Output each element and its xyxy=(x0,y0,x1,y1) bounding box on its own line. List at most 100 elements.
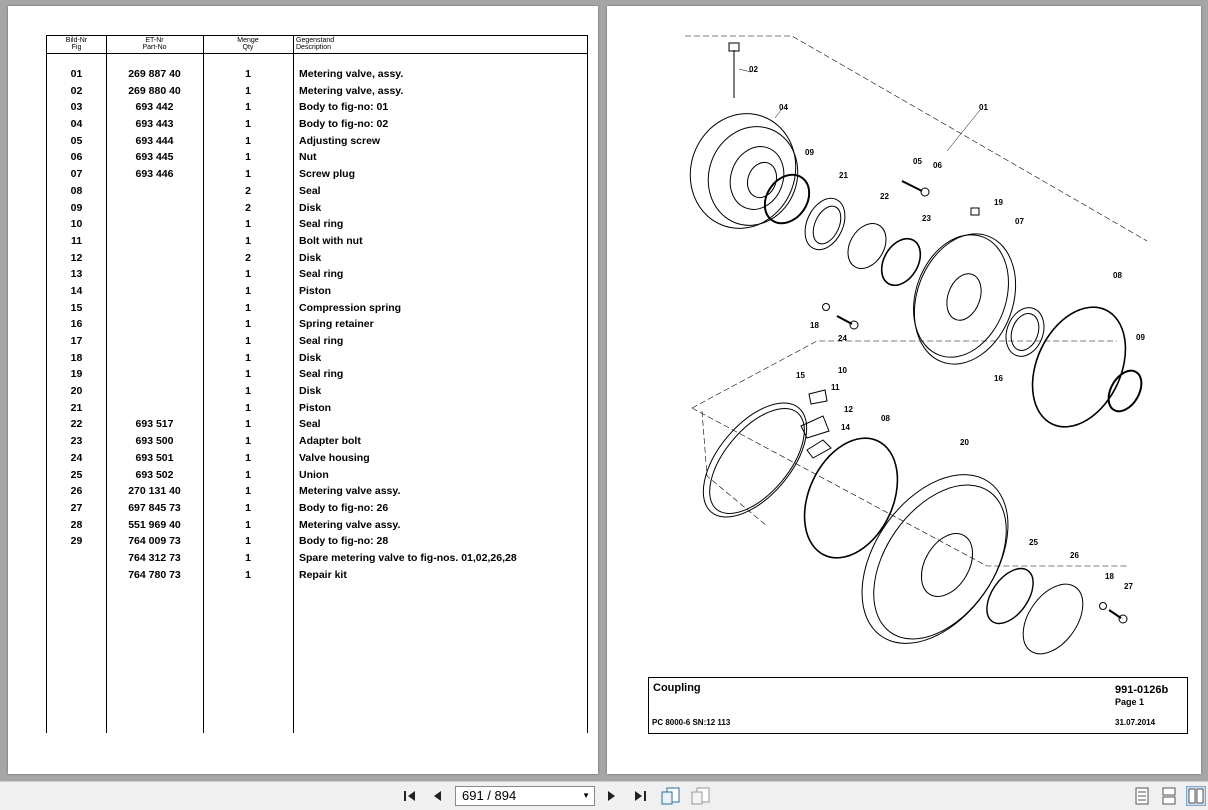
callout: 09 xyxy=(1136,333,1145,342)
cell-part-no: 693 445 xyxy=(135,151,174,164)
cell-description: Union xyxy=(299,468,329,481)
cell-qty: 1 xyxy=(245,84,251,97)
continuous-page-icon xyxy=(1162,787,1176,805)
cell-description: Metering valve, assy. xyxy=(299,68,404,80)
header-desc-en: Description xyxy=(296,44,332,51)
next-page-button[interactable] xyxy=(603,786,621,806)
callout: 15 xyxy=(796,371,805,380)
callout: 27 xyxy=(1124,582,1133,591)
cell-fig: 02 xyxy=(70,84,83,97)
cell-description: Seal xyxy=(299,184,321,197)
header-qty: Menge Qty xyxy=(203,37,293,51)
cell-qty: 2 xyxy=(245,201,251,214)
cell-qty: 1 xyxy=(245,435,251,448)
cell-fig: 03 xyxy=(70,101,83,114)
cell-part-no: 693 442 xyxy=(135,101,174,114)
cell-qty: 1 xyxy=(245,518,251,531)
first-page-button[interactable] xyxy=(400,786,420,806)
previous-page-icon xyxy=(434,791,441,801)
callout: 18 xyxy=(810,321,819,330)
cell-description: Body to fig-no: 28 xyxy=(299,535,389,548)
drawing-number: 991-0126b xyxy=(1115,684,1169,696)
single-page-view-button[interactable] xyxy=(1132,786,1152,806)
last-page-button[interactable] xyxy=(630,786,650,806)
cell-fig: 15 xyxy=(70,301,83,314)
cell-qty: 1 xyxy=(245,401,251,414)
cell-part-no: 693 446 xyxy=(135,168,174,181)
cell-part-no: 764 009 73 xyxy=(128,535,181,548)
cell-description: Compression spring xyxy=(299,301,402,314)
cell-qty: 1 xyxy=(245,368,251,381)
cell-qty: 1 xyxy=(245,318,251,331)
cell-fig: 07 xyxy=(70,168,83,181)
header-fig: Bild-Nr Fig xyxy=(47,37,106,51)
cell-qty: 1 xyxy=(245,118,251,131)
continuous-view-button[interactable] xyxy=(1159,786,1179,806)
cell-part-no: 764 312 73 xyxy=(128,551,181,564)
callout: 09 xyxy=(805,148,814,157)
viewer-toolbar: 691 / 894 ▼ xyxy=(0,781,1208,810)
cell-qty: 1 xyxy=(245,568,251,581)
cell-qty: 1 xyxy=(245,234,251,247)
callout: 01 xyxy=(979,103,988,112)
cell-description: Body to fig-no: 26 xyxy=(299,501,389,514)
cell-description: Bolt with nut xyxy=(299,234,363,247)
table-row: 15 1 Compression spring xyxy=(47,301,587,318)
cell-part-no: 269 880 40 xyxy=(128,84,181,97)
cell-qty: 2 xyxy=(245,251,251,264)
cell-part-no: 693 517 xyxy=(135,418,174,431)
header-qty-en: Qty xyxy=(242,44,254,51)
callout: 18 xyxy=(1105,572,1114,581)
cell-description: Seal ring xyxy=(299,368,344,381)
header-desc-de: Gegenstand xyxy=(296,37,335,44)
callout: 19 xyxy=(994,198,1003,207)
fit-width-button[interactable] xyxy=(690,786,712,806)
cell-qty: 1 xyxy=(245,551,251,564)
cell-part-no: 551 969 40 xyxy=(128,518,181,531)
cell-description: Adjusting screw xyxy=(299,134,381,147)
cell-part-no: 693 444 xyxy=(135,134,174,147)
cell-part-no: 693 500 xyxy=(135,435,174,448)
drawing-title: Coupling xyxy=(653,682,701,694)
next-page-icon xyxy=(608,791,615,801)
previous-page-button[interactable] xyxy=(428,786,446,806)
cell-fig: 09 xyxy=(70,201,83,214)
cell-fig: 10 xyxy=(70,218,83,231)
page-number-select[interactable]: 691 / 894 ▼ xyxy=(455,786,595,806)
header-fig-en: Fig xyxy=(71,44,82,51)
cell-part-no: 693 443 xyxy=(135,118,174,131)
cell-qty: 1 xyxy=(245,101,251,114)
cell-qty: 2 xyxy=(245,184,251,197)
cell-description: Body to fig-no: 01 xyxy=(299,101,389,114)
fit-width-icon xyxy=(691,787,710,805)
cell-fig: 20 xyxy=(70,385,83,398)
column-divider xyxy=(106,35,107,733)
two-page-view-button[interactable] xyxy=(1186,786,1206,806)
header-desc: Gegenstand Description xyxy=(296,37,334,51)
cell-qty: 1 xyxy=(245,468,251,481)
cell-qty: 1 xyxy=(245,385,251,398)
cell-fig: 06 xyxy=(70,151,83,164)
fit-page-button[interactable] xyxy=(660,786,682,806)
header-part: ET-Nr Part-No xyxy=(106,37,203,51)
title-block: Coupling 991-0126b Page 1 PC 8000-6 SN:1… xyxy=(648,677,1188,734)
callout: 11 xyxy=(831,383,840,392)
cell-qty: 1 xyxy=(245,351,251,364)
cell-fig: 12 xyxy=(70,251,83,264)
cell-qty: 1 xyxy=(245,301,251,314)
machine-serial: PC 8000-6 SN:12 113 xyxy=(652,718,731,727)
cell-fig: 29 xyxy=(70,535,83,548)
cell-fig: 13 xyxy=(70,268,83,281)
